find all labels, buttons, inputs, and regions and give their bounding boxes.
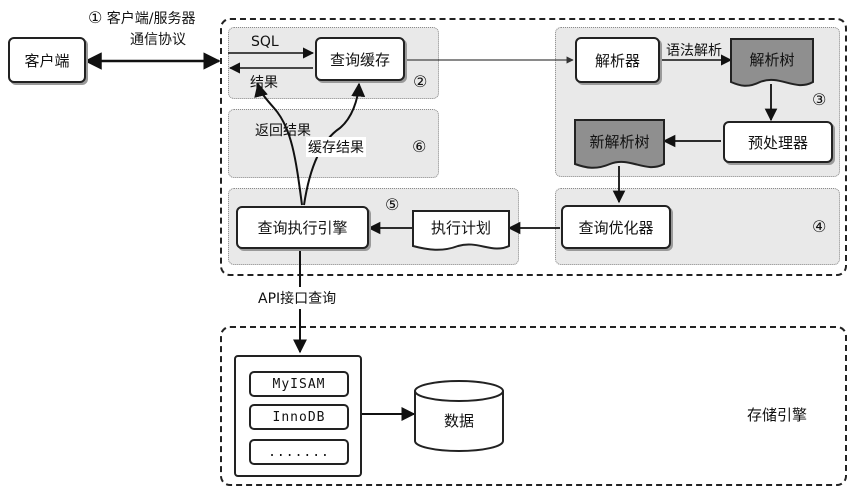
sql-label: SQL bbox=[251, 34, 279, 50]
cache-result-arrow bbox=[303, 82, 366, 206]
parse-tree-label: 解析树 bbox=[749, 50, 795, 69]
step-3-number: ③ bbox=[812, 90, 827, 109]
exec-plan-label: 执行计划 bbox=[430, 218, 491, 237]
storage-layer-container bbox=[220, 326, 847, 486]
syntax-parse-label: 语法解析 bbox=[666, 43, 722, 59]
engine-more: ....... bbox=[249, 439, 349, 465]
return-result-label: 返回结果 bbox=[255, 123, 311, 139]
exec-plan-shape bbox=[412, 210, 510, 251]
step-6-number: ⑥ bbox=[412, 137, 427, 156]
step-2-number: ② bbox=[413, 72, 428, 91]
step-5-number: ⑤ bbox=[385, 195, 400, 214]
protocol-label: ① 客户端/服务器 bbox=[88, 8, 196, 28]
step-4-number: ④ bbox=[812, 217, 827, 236]
protocol-line2: 通信协议 bbox=[130, 32, 186, 48]
step-1-number: ① bbox=[88, 8, 103, 27]
new-parse-tree-label: 新解析树 bbox=[589, 132, 650, 151]
parse-tree-shape bbox=[730, 38, 814, 87]
client-box: 客户端 bbox=[8, 37, 86, 83]
engine-myisam: MyISAM bbox=[249, 371, 349, 397]
optimizer-box: 查询优化器 bbox=[561, 205, 671, 249]
preprocessor-box: 预处理器 bbox=[723, 121, 833, 163]
result-label: 结果 bbox=[250, 75, 278, 91]
exec-engine-box: 查询执行引擎 bbox=[236, 206, 369, 249]
engine-innodb: InnoDB bbox=[249, 404, 349, 430]
cache-result-label: 缓存结果 bbox=[306, 137, 366, 157]
protocol-line1: 客户端/服务器 bbox=[106, 11, 196, 27]
return-result-arrow bbox=[254, 82, 303, 206]
storage-engine-label: 存储引擎 bbox=[747, 406, 808, 424]
new-parse-tree-shape bbox=[574, 119, 665, 169]
data-cylinder bbox=[414, 380, 504, 452]
server-layer-container bbox=[220, 18, 847, 276]
parser-box: 解析器 bbox=[575, 37, 660, 83]
api-query-label: API接口查询 bbox=[256, 287, 339, 309]
query-cache-box: 查询缓存 bbox=[315, 37, 405, 81]
data-label: 数据 bbox=[443, 411, 474, 430]
